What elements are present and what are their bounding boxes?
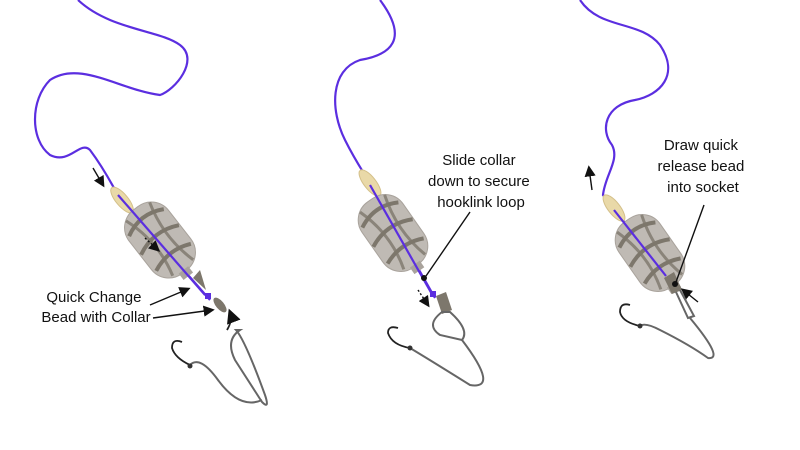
hook xyxy=(171,339,191,366)
hooklink-loop xyxy=(675,289,696,320)
collar xyxy=(213,297,227,313)
hook xyxy=(619,303,641,327)
hooklink-loop xyxy=(432,311,466,342)
buffer-bead xyxy=(354,166,386,200)
buffer-bead xyxy=(598,191,630,225)
quick-change-bead xyxy=(193,270,206,290)
hooklink-loop xyxy=(230,329,268,406)
step-2-label: Slide collar down to secure hooklink loo… xyxy=(428,152,534,211)
mainline xyxy=(579,0,673,283)
collar xyxy=(436,292,452,314)
step-1-label: Quick Change Bead with Collar xyxy=(41,289,150,326)
step-3-panel: Draw quick release bead into socket xyxy=(579,0,749,360)
hook xyxy=(387,326,411,349)
step-2-panel: Slide collar down to secure hooklink loo… xyxy=(334,0,534,387)
step-3-label: Draw quick release bead into socket xyxy=(658,137,749,196)
mainline xyxy=(33,0,211,301)
step-1-panel: Quick Change Bead with Collar xyxy=(33,0,268,406)
mainline xyxy=(334,0,436,299)
lead-weight xyxy=(347,183,442,288)
